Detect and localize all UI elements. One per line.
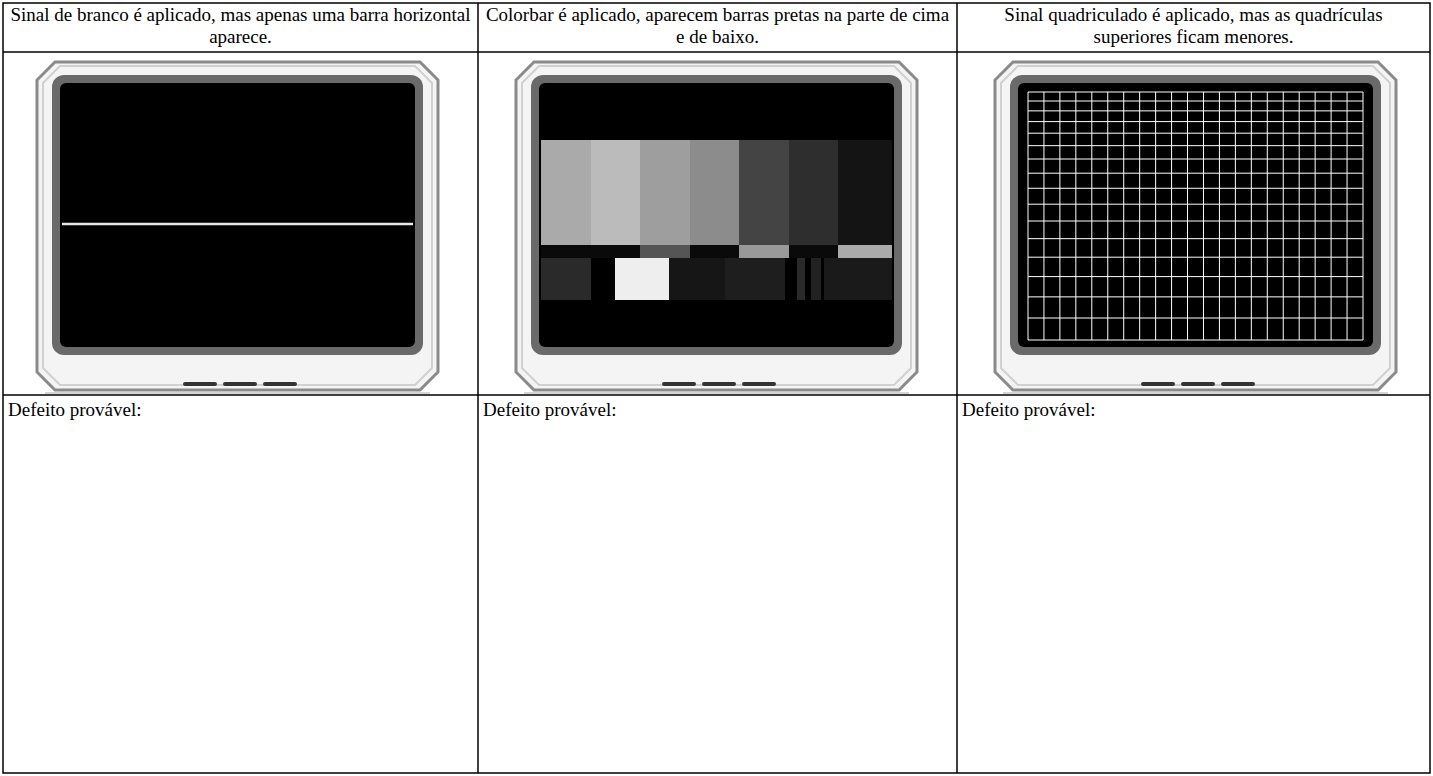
monitor-crosshatch [995, 62, 1396, 393]
table-header: Sinal quadriculado é aplicado, mas as qu… [963, 4, 1424, 48]
table-header: Colorbar é aplicado, aparecem barras pre… [484, 4, 951, 48]
monitor-white-line [37, 62, 438, 393]
table-grid [3, 3, 1430, 773]
monitor-colorbar [516, 62, 917, 393]
table-header: Sinal de branco é aplicado, mas apenas u… [9, 4, 472, 48]
answer-label: Defeito provável: [8, 399, 473, 421]
answer-label: Defeito provável: [962, 399, 1425, 421]
answer-label: Defeito provável: [483, 399, 952, 421]
crosshatch-grid [1028, 92, 1363, 340]
